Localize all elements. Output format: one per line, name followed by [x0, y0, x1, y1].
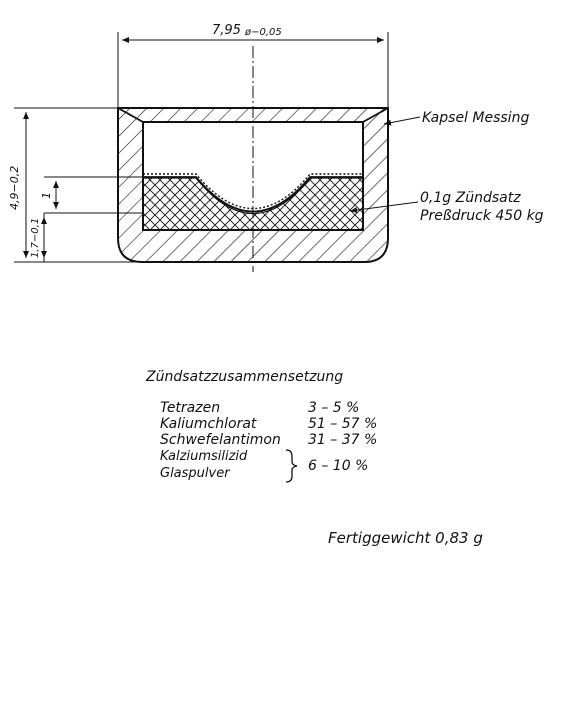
- component-name: Kalziumsilizid: [160, 449, 248, 464]
- capsule-section: [117, 46, 389, 272]
- component-name: Glaspulver: [160, 466, 231, 481]
- base-thickness-value: 1,7−0,1: [30, 218, 41, 258]
- component-name: Kaliumchlorat: [160, 416, 257, 432]
- dimension-base: 1,7−0,1: [30, 213, 47, 262]
- primer-charge: [142, 176, 364, 231]
- component-value: 51 – 57 %: [308, 416, 377, 432]
- component-value: 3 – 5 %: [308, 400, 359, 416]
- diameter-tolerance: ø−0,05: [244, 27, 282, 38]
- component-value: 31 – 37 %: [308, 432, 377, 448]
- dimension-charge-depth: 1: [40, 176, 143, 214]
- capsule-label: Kapsel Messing: [422, 110, 529, 126]
- dimension-height: 4,9−0,2: [8, 107, 142, 263]
- charge-weight-label: 0,1g Zündsatz: [420, 190, 521, 206]
- component-value: 6 – 10 %: [308, 458, 368, 474]
- group-brace: [285, 449, 298, 483]
- composition-title: Zündsatzzusammensetzung: [145, 369, 343, 385]
- component-name: Tetrazen: [160, 400, 220, 416]
- composition: Zündsatzzusammensetzung Tetrazen 3 – 5 %…: [145, 369, 377, 483]
- press-pressure-label: Preßdruck 450 kg: [420, 208, 544, 224]
- height-value: 4,9−0,2: [8, 166, 21, 210]
- final-weight: Fertiggewicht 0,83 g: [328, 529, 483, 547]
- labels: Kapsel Messing 0,1g Zündsatz Preßdruck 4…: [349, 110, 544, 224]
- component-name: Schwefelantimon: [160, 432, 281, 448]
- dimension-diameter: 7,95 ø−0,05: [117, 23, 389, 108]
- diameter-value: 7,95: [212, 23, 241, 38]
- charge-depth-value: 1: [40, 192, 53, 199]
